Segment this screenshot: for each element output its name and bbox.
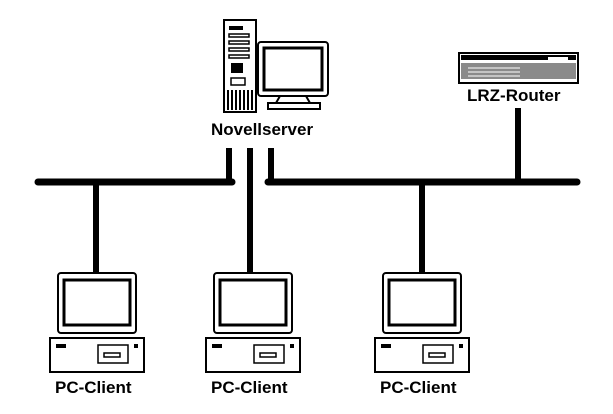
client-1-computer-icon — [49, 272, 145, 373]
client-2-label: PC-Client — [211, 378, 288, 397]
client-1-label: PC-Client — [55, 378, 132, 397]
router-icon — [458, 52, 579, 84]
server-monitor-icon — [257, 41, 329, 110]
client-2-computer-icon — [205, 272, 301, 373]
server-label: Novellserver — [211, 120, 314, 139]
connection-lines — [93, 108, 521, 272]
router-label: LRZ-Router — [467, 86, 561, 105]
client-3-computer-icon — [374, 272, 470, 373]
server-tower-icon — [223, 19, 257, 113]
client-3-label: PC-Client — [380, 378, 457, 397]
